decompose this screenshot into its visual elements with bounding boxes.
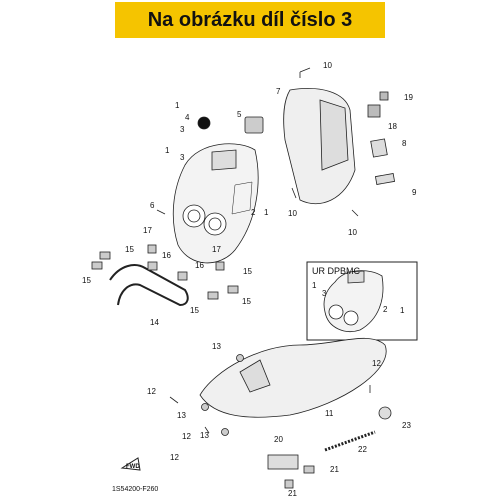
callout-17: 17 — [143, 226, 152, 235]
grommet-13c — [221, 428, 229, 436]
screw-10c — [351, 209, 359, 217]
front-cover-lens — [211, 149, 237, 171]
callout-labels: 1 4 3 1 3 5 6 2 1 10 7 19 18 8 9 10 10 1… — [82, 61, 417, 498]
callout-4: 4 — [185, 113, 190, 122]
callout-16: 16 — [195, 261, 204, 270]
callout-18: 18 — [388, 122, 397, 131]
part-19-clip — [379, 91, 389, 101]
yamaha-emblem — [197, 116, 211, 130]
callout-12: 12 — [182, 432, 191, 441]
callout-2: 2 — [251, 208, 256, 217]
screw-12b — [204, 426, 210, 434]
bolt-21b — [284, 479, 294, 489]
fwd-arrow-icon — [120, 457, 141, 471]
nut-17b — [215, 261, 225, 271]
callout-12: 12 — [372, 359, 381, 368]
callout-9: 9 — [412, 188, 417, 197]
callout-12: 12 — [147, 387, 156, 396]
bolt-6 — [156, 209, 166, 215]
callout-17: 17 — [212, 245, 221, 254]
callout-6: 6 — [150, 201, 155, 210]
callout-14: 14 — [150, 318, 159, 327]
bolt-15d — [207, 291, 219, 300]
front-cover-part — [172, 143, 259, 264]
callout-5: 5 — [237, 110, 242, 119]
banner-title: Na obrázku díl číslo 3 — [147, 8, 353, 31]
title-banner: Na obrázku díl číslo 3 — [115, 2, 385, 38]
inset-callout-1: 1 — [312, 281, 317, 290]
callout-16: 16 — [162, 251, 171, 260]
clamp-23 — [378, 406, 392, 420]
callout-8: 8 — [402, 139, 407, 148]
callout-15: 15 — [190, 306, 199, 315]
headlight-left — [182, 204, 206, 228]
screw-10a — [299, 67, 311, 78]
callout-11: 11 — [325, 409, 334, 418]
nut-16b — [177, 271, 188, 281]
callout-15: 15 — [82, 276, 91, 285]
callout-1: 1 — [165, 146, 170, 155]
bolt-15c — [227, 285, 239, 294]
callout-21: 21 — [288, 489, 297, 498]
callout-21: 21 — [330, 465, 339, 474]
callout-15: 15 — [242, 297, 251, 306]
callout-19: 19 — [404, 93, 413, 102]
callout-1: 1 — [264, 208, 269, 217]
nut-16a — [147, 261, 158, 271]
inset-callout-1: 1 — [400, 306, 405, 315]
callout-13: 13 — [200, 431, 209, 440]
part-8-decal — [370, 138, 388, 158]
callout-3: 3 — [180, 125, 185, 134]
callout-13: 13 — [212, 342, 221, 351]
bracket-14 — [109, 264, 189, 307]
callout-20: 20 — [274, 435, 283, 444]
floorboard-part — [199, 337, 387, 418]
grommet-13b — [201, 403, 209, 411]
grommet-13a — [236, 354, 244, 362]
bolt-15b — [91, 261, 103, 270]
bracket-20 — [267, 454, 299, 470]
callout-1: 1 — [175, 101, 180, 110]
spring-22 — [324, 430, 376, 452]
callout-12: 12 — [170, 453, 179, 462]
screw-10b — [291, 187, 297, 199]
nut-17a — [147, 244, 157, 254]
callout-22: 22 — [358, 445, 367, 454]
part-18-clip — [367, 104, 381, 118]
callout-23: 23 — [402, 421, 411, 430]
callout-13: 13 — [177, 411, 186, 420]
callout-10: 10 — [348, 228, 357, 237]
bolt-15a — [99, 251, 111, 260]
diagram-code: 1S54200-F260 — [112, 486, 158, 493]
callout-7: 7 — [276, 87, 281, 96]
inset-title: UR DPBMC — [312, 266, 361, 276]
callout-10: 10 — [323, 61, 332, 70]
fwd-label: FWD — [126, 464, 140, 470]
callout-10: 10 — [288, 209, 297, 218]
inset-callout-3: 3 — [322, 289, 327, 298]
bolt-21a — [303, 465, 315, 474]
callout-3: 3 — [180, 153, 185, 162]
callout-15: 15 — [125, 245, 134, 254]
part-5-block — [244, 116, 264, 134]
callout-15: 15 — [243, 267, 252, 276]
part-9-decal — [374, 173, 396, 185]
headlight-right — [203, 212, 227, 236]
screw-12a — [169, 396, 179, 404]
inset-callout-2: 2 — [383, 305, 388, 314]
